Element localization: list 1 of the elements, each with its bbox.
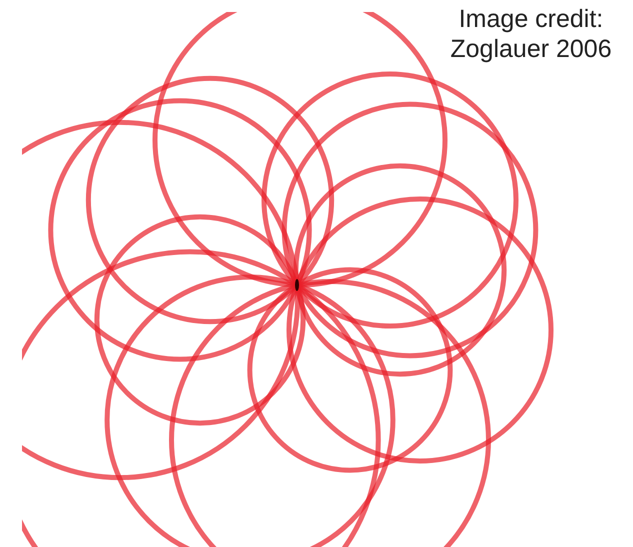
- image-credit: Image credit: Zoglauer 2006: [449, 4, 613, 64]
